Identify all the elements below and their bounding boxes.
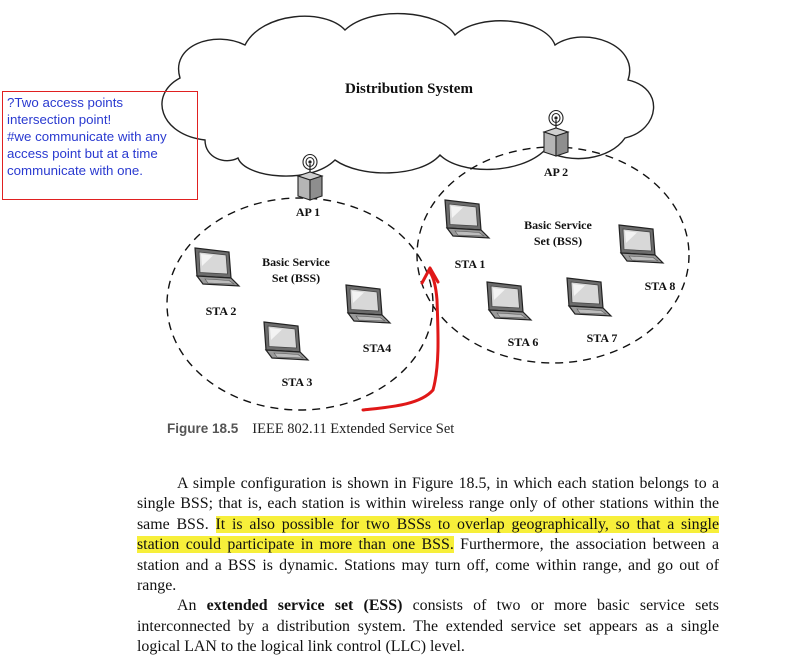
paragraph-2: An extended service set (ESS) consists o…	[137, 597, 719, 656]
annotation-arrowhead	[420, 266, 440, 285]
paragraph-1: A simple configuration is shown in Figur…	[137, 475, 720, 595]
sta7-laptop-icon	[566, 277, 612, 317]
sta1-label: STA 1	[455, 257, 486, 271]
distribution-system-cloud	[161, 12, 655, 177]
bss-right-label-line1: Basic Service	[524, 218, 592, 232]
bss-left-boundary	[166, 197, 434, 411]
sta8-laptop-icon	[618, 224, 664, 264]
sta3-laptop-icon	[263, 321, 309, 361]
ap1-label: AP 1	[296, 205, 320, 219]
sta6-label: STA 6	[508, 335, 539, 349]
ess-term: extended service set (ESS)	[206, 597, 403, 615]
figure-title: IEEE 802.11 Extended Service Set	[252, 421, 455, 437]
body-text: A simple configuration is shown in Figur…	[137, 474, 720, 658]
annotation-line: communicate with one.	[7, 163, 143, 178]
sta4-label: STA4	[363, 341, 391, 355]
sta8-label: STA 8	[645, 279, 676, 293]
figure-caption: Figure 18.5 IEEE 802.11 Extended Service …	[167, 421, 454, 438]
annotation-line: #we communicate with any	[7, 129, 167, 144]
annotation-line: intersection point!	[7, 112, 112, 127]
sta6-laptop-icon	[486, 281, 532, 321]
annotation-line: access point but at a time	[7, 146, 158, 161]
sta7-label: STA 7	[587, 331, 618, 345]
figure-number: Figure 18.5	[167, 421, 239, 436]
bss-left-label-line1: Basic Service	[262, 255, 330, 269]
sta2-laptop-icon	[194, 247, 240, 287]
sta3-label: STA 3	[282, 375, 313, 389]
bss-right-label-line2: Set (BSS)	[534, 234, 582, 248]
sta4-laptop-icon	[345, 284, 391, 324]
annotation-line: ?Two access points	[7, 95, 124, 110]
ap2-label: AP 2	[544, 165, 568, 179]
annotation-note-box: ?Two access points intersection point! #…	[2, 91, 198, 200]
bss-left-label-line2: Set (BSS)	[272, 271, 320, 285]
cloud-label: Distribution System	[345, 81, 473, 97]
ess-figure: Distribution System AP 1 AP 2 Basic Serv…	[161, 12, 690, 412]
sta2-label: STA 2	[206, 304, 237, 318]
annotation-arrow	[361, 270, 440, 412]
sta1-laptop-icon	[444, 199, 490, 239]
